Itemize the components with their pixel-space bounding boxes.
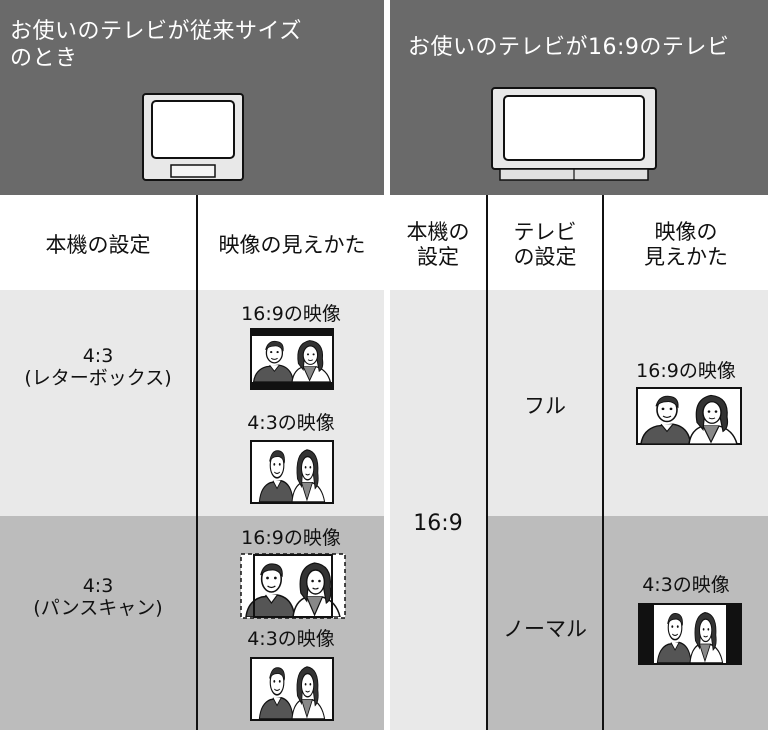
left-col-divider — [196, 195, 198, 730]
col-header-right-appearance: 映像の 見えかた — [644, 220, 728, 269]
tv-setting-normal: ノーマル — [503, 617, 587, 641]
image-panscan-4-3 — [250, 657, 334, 721]
right-header-title: お使いのテレビが16:9のテレビ — [408, 35, 730, 60]
col-header-appearance: 映像の見えかた — [218, 232, 366, 257]
center-divider — [384, 0, 390, 730]
caption-full-16-9: 16:9の映像 — [636, 360, 736, 382]
right-col-divider-2 — [602, 195, 604, 730]
setting-panscan: 4:3 (パンスキャン) — [33, 575, 163, 619]
left-header-title: お使いのテレビが従来サイズ のとき — [10, 19, 302, 71]
col-header-tv-setting: テレビ の設定 — [513, 220, 577, 269]
col-header-setting: 本機の設定 — [45, 232, 151, 257]
caption-letterbox-4-3: 4:3の映像 — [247, 412, 335, 434]
left-header: お使いのテレビが従来サイズ のとき — [0, 0, 384, 195]
caption-letterbox-16-9: 16:9の映像 — [241, 303, 341, 325]
image-letterbox-4-3 — [250, 440, 334, 504]
caption-panscan-16-9: 16:9の映像 — [241, 527, 341, 549]
tv-setting-full: フル — [524, 394, 566, 418]
tv-4-3-icon — [141, 92, 245, 182]
setting-letterbox: 4:3 (レターボックス) — [24, 345, 172, 389]
right-col-divider-1 — [486, 195, 488, 730]
right-setting-cell — [390, 290, 488, 730]
caption-normal-4-3: 4:3の映像 — [642, 574, 730, 596]
caption-panscan-4-3: 4:3の映像 — [247, 628, 335, 650]
image-letterbox-16-9 — [250, 328, 334, 390]
setting-16-9: 16:9 — [413, 510, 463, 536]
image-full-16-9 — [636, 387, 742, 445]
col-header-right-setting: 本機の 設定 — [406, 220, 470, 269]
image-normal-4-3 — [638, 603, 742, 665]
image-panscan-16-9 — [240, 553, 346, 619]
right-header: お使いのテレビが16:9のテレビ — [390, 0, 768, 195]
tv-16-9-icon — [490, 86, 658, 183]
